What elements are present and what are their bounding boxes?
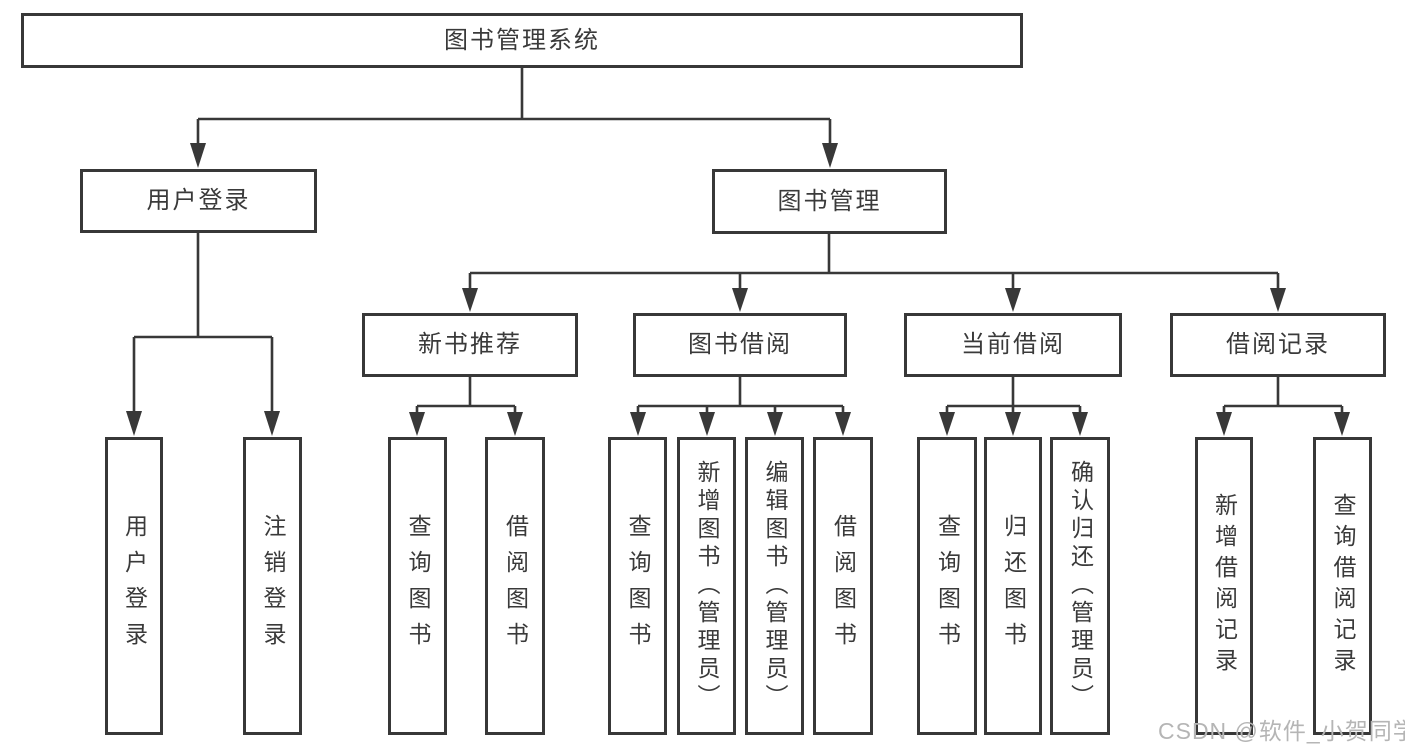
- node-root: 图书管理系统: [21, 13, 1023, 68]
- leaf-query-books-2: 查询图书: [608, 437, 667, 735]
- watermark: CSDN @软件_小贺同学: [1158, 718, 1405, 744]
- connector-new-book-recommend: [415, 377, 517, 420]
- leaf-edit-book-admin: 编辑图书（管理员）: [745, 437, 804, 735]
- leaf-confirm-return-admin: 确认归还（管理员）: [1050, 437, 1110, 735]
- leaf-logout: 注销登录: [243, 437, 302, 735]
- connector-user-login: [132, 233, 274, 418]
- leaf-borrow-books-1: 借阅图书: [485, 437, 545, 735]
- node-user-login: 用户登录: [80, 169, 317, 233]
- node-book-borrowing: 图书借阅: [633, 313, 847, 377]
- node-book-management: 图书管理: [712, 169, 947, 234]
- leaf-user-login: 用户登录: [105, 437, 163, 735]
- leaf-query-books-1: 查询图书: [388, 437, 447, 735]
- arrowheads: [126, 143, 1350, 436]
- node-borrowing-records: 借阅记录: [1170, 313, 1386, 377]
- node-current-borrowing: 当前借阅: [904, 313, 1122, 377]
- connector-book-management: [468, 234, 1280, 295]
- leaf-add-borrow-record: 新增借阅记录: [1195, 437, 1253, 735]
- leaf-query-borrow-record: 查询借阅记录: [1313, 437, 1372, 735]
- connector-borrowing-records: [1222, 377, 1344, 420]
- leaf-return-book: 归还图书: [984, 437, 1042, 735]
- leaf-query-books-3: 查询图书: [917, 437, 977, 735]
- connector-book-borrowing: [636, 377, 845, 420]
- connector-root: [196, 68, 832, 150]
- node-new-book-recommend: 新书推荐: [362, 313, 578, 377]
- leaf-borrow-books-2: 借阅图书: [813, 437, 873, 735]
- leaf-add-book-admin: 新增图书（管理员）: [677, 437, 736, 735]
